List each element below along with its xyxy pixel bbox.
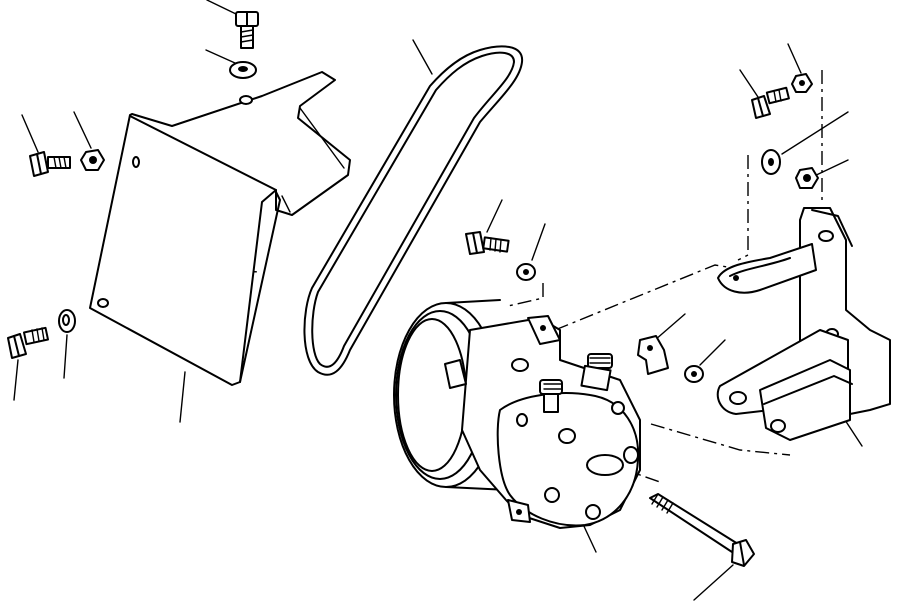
bolt-top [235,11,259,49]
washer-center [516,263,536,281]
bolt-center [465,231,510,255]
nut-left [80,149,105,171]
bolt-lower-left [7,326,50,359]
washer-top [229,61,257,79]
bolt-left [29,151,71,177]
drive-belt [303,45,524,376]
bolt-upper-right [751,86,790,119]
compressor [393,299,641,529]
guard-shield [89,71,351,386]
clip [637,335,669,375]
washer-lower-left [58,309,76,333]
nut-upper-right [791,73,813,93]
washer-clip [684,365,704,383]
washer-right [761,149,781,175]
long-bolt [649,493,755,567]
nut-right [795,167,819,189]
mounting-bracket [716,207,891,441]
